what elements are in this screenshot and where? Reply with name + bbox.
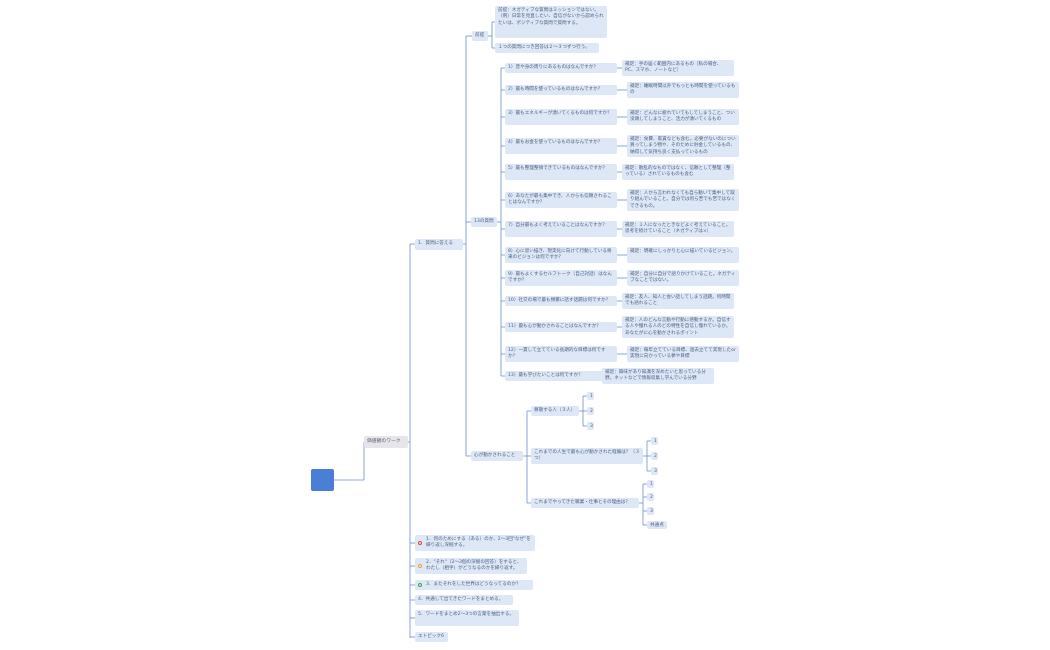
premise-note[interactable]: 前提：ネガティブな質問はミッションではない。（例）日常を見直したい、自信がないか… — [495, 6, 607, 38]
red-marker-icon — [418, 541, 422, 545]
premise-label[interactable]: 前提 — [472, 31, 488, 41]
center-topic[interactable]: 価値観のワーク — [364, 436, 408, 448]
question-item[interactable]: 11）最も心が動かされることはなんですか？ — [505, 322, 617, 332]
question-item[interactable]: 3）最もエネルギーが湧いてくるものは何ですか？ — [505, 109, 617, 125]
moved-item[interactable]: 2 — [587, 407, 594, 415]
questions-label[interactable]: 13の質問 — [471, 217, 497, 227]
question-note[interactable]: 補足：散乱的なものではなく、信頼として整理（整っている）されているものも含む — [622, 164, 734, 180]
question-item[interactable]: 6）あなたが最も集中でき、人からも信頼されることはなんですか？ — [505, 192, 617, 208]
moved-item[interactable]: 3 — [587, 422, 594, 430]
question-item[interactable]: 5）最も整理整頓できているものはなんですか？ — [505, 164, 617, 180]
moved-group[interactable]: 尊敬する人（３人） — [531, 406, 579, 416]
question-item[interactable]: 4）最もお金を使っているものはなんですか？ — [505, 138, 617, 154]
step-item[interactable]: 4．共通して出てきたワードをまとめる。 — [415, 595, 513, 605]
question-note[interactable]: 補足：毎年立てている目標、過去立てて実現したor実現に向かっている夢や目標 — [627, 346, 739, 362]
root-node[interactable] — [311, 469, 334, 491]
question-note[interactable]: 補足：人のどんな言動や行動に感動するか。自信する人や憧れる人のどの特性を自信し憧… — [622, 316, 734, 338]
moved-label[interactable]: 心が動かされること — [471, 451, 523, 461]
question-item[interactable]: 13）最も学びたいことは何ですか？ — [505, 371, 617, 381]
moved-group[interactable]: これまでやってきた職業・仕事とその理由は？ — [531, 498, 639, 508]
moved-item[interactable]: 1 — [587, 392, 594, 400]
question-item[interactable]: 8）心に思い描き、現実化に向けて行動している将来のビジョンは何ですか？ — [505, 247, 617, 263]
question-item[interactable]: 2）最も時間を使っているものはなんですか？ — [505, 85, 617, 95]
step-item[interactable]: 2．"それ"（2〜3個の深掘の回答）をすると、わたし（相手）がどうなるのかを繰り… — [415, 558, 527, 574]
question-note[interactable]: 補足：明確にしっかりと心に描いているビジョン。 — [627, 247, 739, 263]
moved-item[interactable]: 共通点 — [647, 521, 667, 529]
step-item[interactable]: 5．ワードをまとめ2〜3つの言葉を抽出する。 — [415, 610, 519, 626]
moved-item[interactable]: 1 — [651, 437, 658, 445]
moved-item[interactable]: 2 — [651, 452, 658, 460]
orange-marker-icon — [418, 564, 422, 568]
question-item[interactable]: 9）最もよくするセルフトーク（自己対話）はなんですか？ — [505, 270, 617, 286]
question-note[interactable]: 補足：自分に自分で語りかけていること。ネガティブなことではない。 — [627, 270, 739, 286]
question-item[interactable]: 12）一貫して立てている長期的な目標は何ですか？ — [505, 346, 617, 362]
question-item[interactable]: 1）普や身の周りにあるものはなんですか？ — [505, 63, 617, 73]
moved-item[interactable]: 3 — [647, 507, 654, 515]
question-item[interactable]: 7）自分最もよく考えていることはなんですか？ — [505, 221, 617, 237]
step-item[interactable]: エトピック6 — [415, 632, 448, 642]
question-note[interactable]: 補足：友人、知人と会い話してしまう話題。何時間でも語れること — [622, 293, 734, 309]
question-item[interactable]: 10）社交の場で最も頻繁に話す話題は何ですか？ — [505, 296, 617, 306]
moved-item[interactable]: 1 — [647, 480, 654, 488]
step-item[interactable]: 3．またそれをした世界はどうなってるのか？ — [415, 580, 533, 590]
moved-group[interactable]: これまでの人生で最も心が動かされた経験は？（３つ） — [531, 448, 643, 464]
green-marker-icon — [418, 583, 422, 587]
moved-item[interactable]: 2 — [647, 493, 654, 501]
step-item[interactable]: 1．何のためにする（ある）のか、2〜3回"なぜ"を繰り返し深掘する。 — [415, 535, 535, 551]
moved-item[interactable]: 3 — [651, 467, 658, 475]
question-note[interactable]: 補足：食費、家賃なども含む。必要がないのについ買ってしまう物や、そのために貯金し… — [627, 135, 739, 157]
question-note[interactable]: 補足：人から言われなくても自ら動いて集中して取り組んでいること。自分では何ら苦で… — [627, 189, 739, 211]
premise-note[interactable]: １つの質問につき回答は２〜３つずつ行う。 — [495, 43, 599, 53]
question-note[interactable]: 補足：どんなに疲れていてもしてしまうこと、つい没頭してしまうこと、活力が湧いてく… — [627, 109, 739, 125]
question-note[interactable]: 補足：１人になったときなどよく考えていること。思考を続けていること（ネガティブは… — [622, 221, 734, 237]
question-note[interactable]: 補足：手の届く範囲内にあるもの（私の場合、PC、スマホ、ノートなど） — [622, 60, 734, 76]
question-note[interactable]: 補足：興味があり知識を深めたいと思っている分野。ネットなどで情報収集し学んでいる… — [602, 368, 714, 384]
branch-answer-questions[interactable]: 1．質問に答える — [415, 239, 463, 250]
question-note[interactable]: 補足：睡眠時間以外でもっとも時間を使っているもの — [627, 82, 739, 98]
